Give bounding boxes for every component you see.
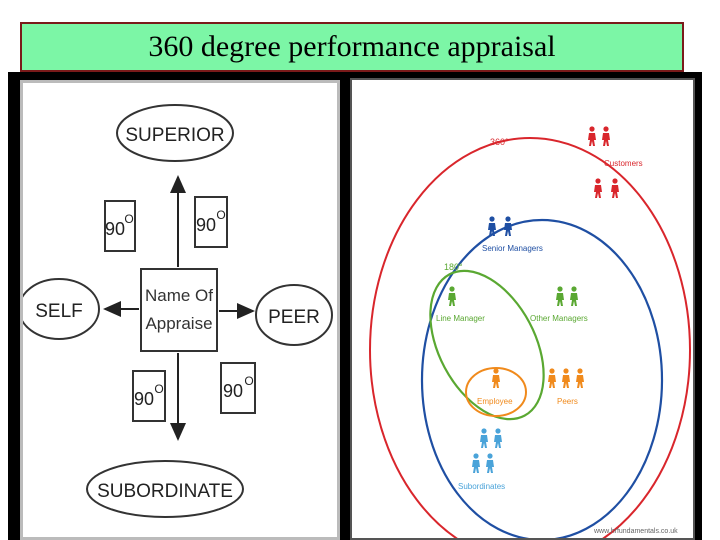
degree-mark: O [124, 212, 133, 226]
other-managers-label: Other Managers [530, 314, 588, 323]
subordinate-label: SUBORDINATE [97, 481, 233, 502]
senior-ring [420, 218, 664, 538]
center-box [140, 268, 218, 352]
center-label-line1: Name Of [145, 286, 213, 305]
peer-node [255, 284, 333, 346]
peer-label: PEER [268, 307, 320, 328]
outer-360-ring [369, 137, 691, 538]
other-managers-icon [556, 286, 578, 306]
right-diagram: 360° 180° Customers Senior Managers Line… [369, 126, 691, 538]
degree-mark: O [216, 208, 225, 222]
inner-180-ring [429, 269, 545, 421]
subordinates-label: Subordinates [458, 482, 505, 491]
employee-ring [465, 367, 527, 417]
left-diagram: SUPERIOR SELF PEER SUBORDINATE Name Of A… [23, 104, 333, 518]
subordinate-node [86, 460, 244, 518]
superior-label: SUPERIOR [125, 125, 224, 146]
right-diagram-panel: 360° 180° Customers Senior Managers Line… [350, 78, 695, 540]
degree-label: 90 [196, 215, 216, 235]
outer-degree-label: 360° [490, 137, 509, 147]
slide-title: 360 degree performance appraisal [148, 30, 556, 63]
degree-mark: O [244, 374, 253, 388]
degree-box-top-left: 90 O [104, 200, 136, 252]
degree-mark: O [154, 382, 163, 396]
line-manager-icon [448, 286, 456, 306]
self-node [23, 278, 100, 340]
degree-box-bottom-left: 90 O [132, 370, 166, 422]
degree-label: 90 [105, 219, 125, 239]
senior-managers-icon [488, 216, 512, 236]
degree-box-top-right: 90 O [194, 196, 228, 248]
subordinates-icon [472, 428, 502, 473]
degree-label: 90 [134, 389, 154, 409]
employee-label: Employee [477, 397, 513, 406]
peers-label: Peers [557, 397, 578, 406]
inner-degree-label: 180° [444, 262, 463, 272]
line-manager-label: Line Manager [436, 314, 485, 323]
watermark: www.hrfundamentals.co.uk [593, 528, 678, 535]
superior-node [116, 104, 234, 162]
self-label: SELF [35, 301, 83, 322]
degree-box-bottom-right: 90 O [220, 362, 256, 414]
title-bar: 360 degree performance appraisal [20, 22, 684, 72]
degree-label: 90 [223, 381, 243, 401]
left-diagram-panel: SUPERIOR SELF PEER SUBORDINATE Name Of A… [20, 80, 340, 540]
customers-label: Customers [604, 159, 643, 168]
center-label-line2: Appraise [145, 314, 212, 333]
senior-managers-label: Senior Managers [482, 244, 543, 253]
employee-icon [492, 368, 500, 388]
peers-icon [548, 368, 584, 388]
